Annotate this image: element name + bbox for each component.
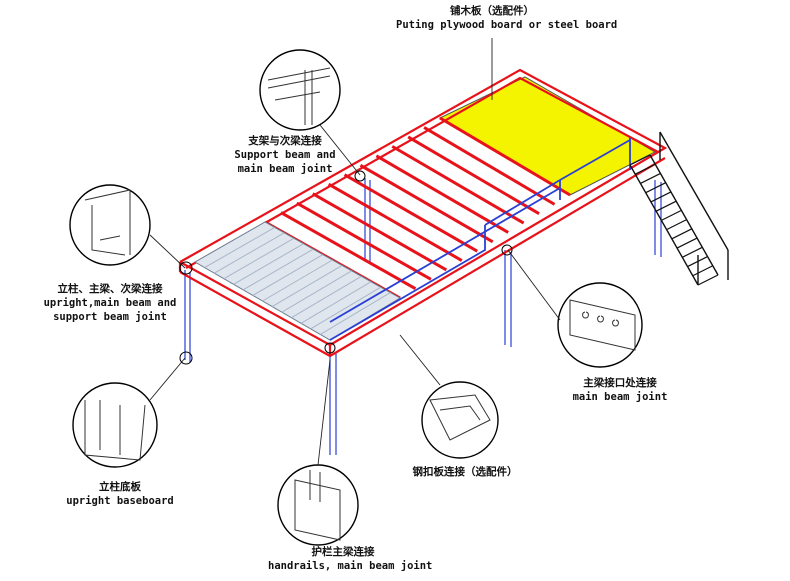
secondary-beam <box>311 192 448 272</box>
secondary-beam <box>280 211 417 290</box>
grating-bar <box>262 259 333 302</box>
label-support-joint-zh: 支架与次梁连接 <box>248 135 322 147</box>
label-steel-clip-zh: 钢扣板连接（选配件） <box>412 466 518 478</box>
label-plywood: 铺木板（选配件） Puting plywood board or steel b… <box>396 4 618 32</box>
grating-bar <box>320 292 391 335</box>
grating-bar <box>214 232 285 274</box>
label-support-joint: 支架与次梁连接 Support beam and main beam joint <box>225 134 345 176</box>
secondary-beam <box>327 182 463 262</box>
label-upright-joint: 立柱、主梁、次梁连接 upright,main beam and support… <box>40 282 180 324</box>
stair-step <box>676 237 698 249</box>
grating-lines <box>204 226 391 335</box>
stair-step <box>692 265 714 277</box>
secondary-beam <box>359 163 494 244</box>
secondary-beam <box>391 145 525 225</box>
label-plywood-en: Puting plywood board or steel board <box>396 19 618 31</box>
label-handrail-joint: 护栏主梁连接 handrails, main beam joint <box>268 545 433 573</box>
stair-step <box>640 172 661 184</box>
handrails <box>329 138 631 341</box>
stair-step <box>682 246 703 258</box>
stair-step <box>671 228 693 240</box>
secondary-beam <box>407 135 540 216</box>
label-main-beam-joint: 主梁接口处连接 main beam joint <box>560 376 680 404</box>
grating-bar <box>204 226 275 269</box>
grating-bar <box>271 264 343 308</box>
label-upright-joint-en1: upright,main beam and <box>43 297 177 309</box>
grating-bar <box>223 237 295 280</box>
grating-bar <box>291 275 362 319</box>
secondary-beam <box>423 126 556 206</box>
label-baseboard-en: upright baseboard <box>66 495 174 507</box>
leader-lines <box>149 38 561 466</box>
stair-step <box>650 191 672 203</box>
label-handrail-joint-en: handrails, main beam joint <box>268 560 433 572</box>
grating-bar <box>252 254 324 296</box>
label-main-beam-joint-zh: 主梁接口处连接 <box>583 377 657 389</box>
secondary-beam <box>439 116 571 197</box>
grating-bar <box>300 281 372 324</box>
stair-step <box>697 274 719 286</box>
stair-step <box>661 209 682 221</box>
label-baseboard: 立柱底板 upright baseboard <box>60 480 180 508</box>
detail-sketches <box>84 67 636 541</box>
label-steel-clip: 钢扣板连接（选配件） <box>405 465 525 479</box>
stair-step <box>634 163 656 175</box>
label-main-beam-joint-en: main beam joint <box>572 391 668 403</box>
stair-step <box>645 182 666 194</box>
stair-step <box>687 256 708 268</box>
label-support-joint-en2: main beam joint <box>237 163 333 175</box>
upright-columns <box>184 178 662 455</box>
label-upright-joint-en2: support beam joint <box>53 311 167 323</box>
stair-steps <box>629 154 719 286</box>
secondary-beam <box>296 201 432 281</box>
joint-markers <box>179 170 513 365</box>
grating-bar <box>242 248 314 291</box>
staircase <box>629 131 729 286</box>
grating-bar <box>310 286 381 330</box>
label-support-joint-en1: Support beam and <box>234 149 336 161</box>
label-plywood-zh: 铺木板（选配件） <box>450 5 534 17</box>
secondary-beam <box>343 173 479 253</box>
label-baseboard-zh: 立柱底板 <box>99 481 141 493</box>
stair-step <box>629 154 651 166</box>
label-handrail-joint-zh: 护栏主梁连接 <box>311 546 375 558</box>
grating-bar <box>281 270 353 313</box>
grating-bar <box>233 243 304 285</box>
stair-step <box>655 200 677 212</box>
secondary-beam <box>375 154 509 234</box>
stair-step <box>666 219 687 231</box>
label-upright-joint-zh: 立柱、主梁、次梁连接 <box>57 283 163 295</box>
